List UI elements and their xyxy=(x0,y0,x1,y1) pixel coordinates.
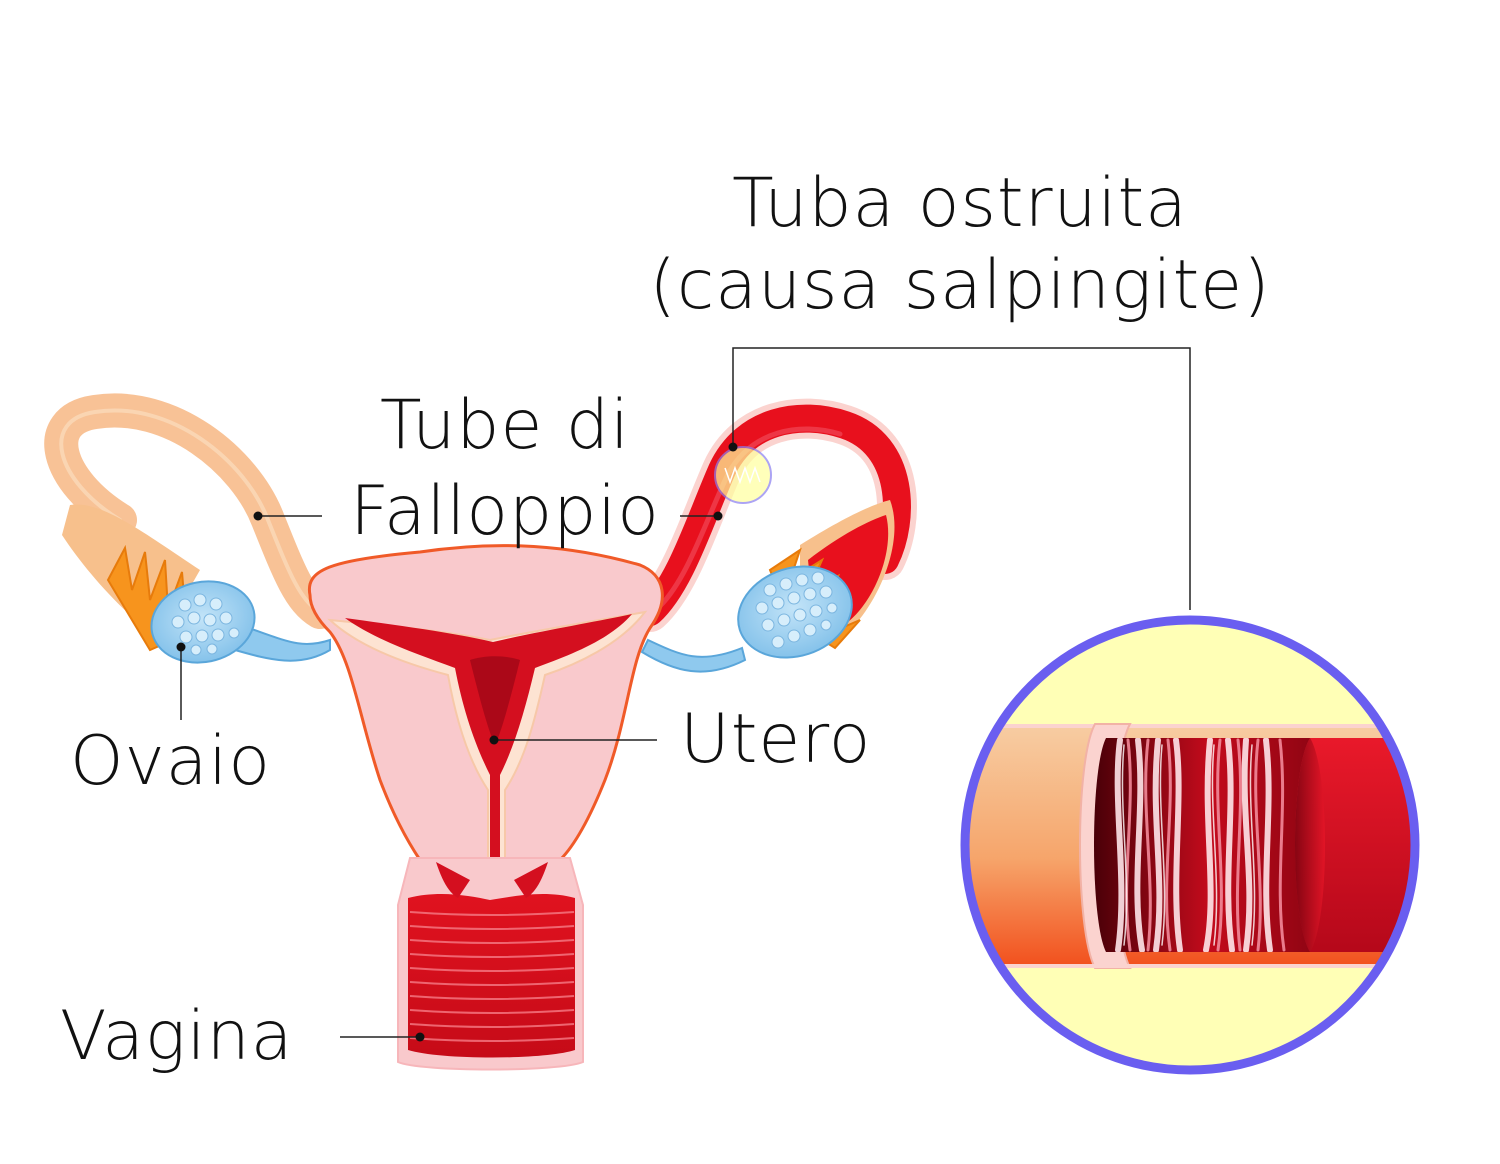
fallopian-label-line1: Tube di xyxy=(380,386,630,465)
blockage-marker xyxy=(714,446,772,504)
ovary-label: Ovaio xyxy=(70,722,271,801)
vagina xyxy=(397,857,584,1071)
blocked-tube-leader xyxy=(732,347,1191,610)
zoom-circle xyxy=(960,615,1420,1075)
fallopian-label-line2: Falloppio xyxy=(350,472,660,551)
left-ovary xyxy=(150,580,331,664)
right-ovary xyxy=(640,565,853,673)
vagina-label: Vagina xyxy=(60,997,294,1076)
blocked-tube-label-line2: (causa salpingite) xyxy=(649,246,1271,325)
uterus-label: Utero xyxy=(680,700,872,779)
right-fallopian-tube xyxy=(630,398,917,632)
leader-dots xyxy=(176,442,738,1042)
uterus xyxy=(307,544,664,895)
blocked-tube-label-line1: Tuba ostruita xyxy=(732,164,1188,243)
leader-lines xyxy=(180,347,1191,1038)
